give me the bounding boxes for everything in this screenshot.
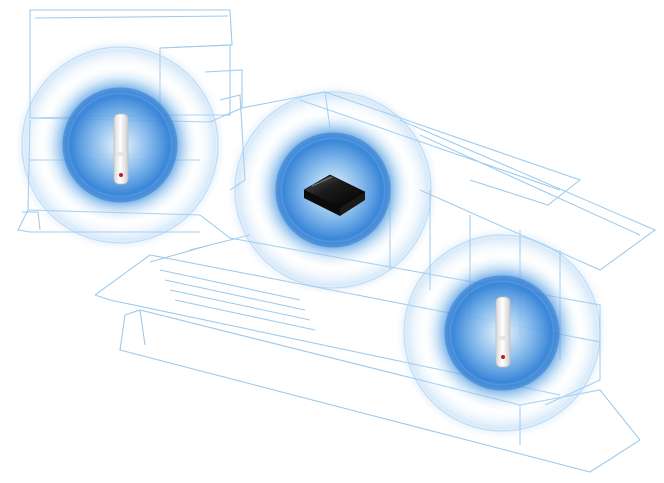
router-device xyxy=(303,174,366,216)
wall-plug-extender-left xyxy=(113,113,129,185)
wall-plug-extender-right xyxy=(495,296,511,368)
